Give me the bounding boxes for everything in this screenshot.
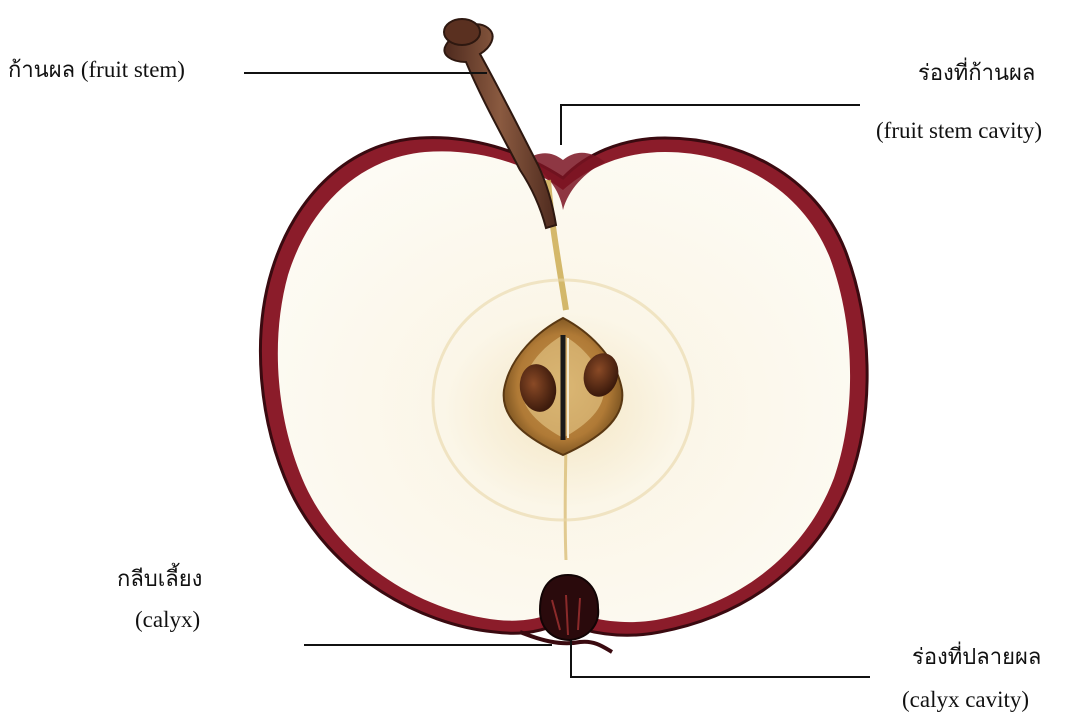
label-fruit-stem-thai: ก้านผล (8, 58, 75, 83)
label-fruit-stem-cavity-thai: ร่องที่ก้านผล (918, 60, 1035, 88)
label-calyx-cavity-english: (calyx cavity) (902, 686, 1029, 714)
leader-line-calyx-cavity (571, 640, 870, 677)
label-fruit-stem: ก้านผล (fruit stem) (8, 56, 185, 85)
label-calyx-cavity-thai: ร่องที่ปลายผล (912, 644, 1041, 672)
label-calyx-thai: กลีบเลี้ยง (117, 566, 202, 594)
label-calyx-english: (calyx) (135, 606, 200, 634)
label-fruit-stem-english: (fruit stem) (81, 57, 185, 82)
calyx (540, 575, 598, 640)
leader-line-stem-cavity (561, 105, 860, 145)
label-fruit-stem-cavity-english: (fruit stem cavity) (876, 117, 1042, 145)
